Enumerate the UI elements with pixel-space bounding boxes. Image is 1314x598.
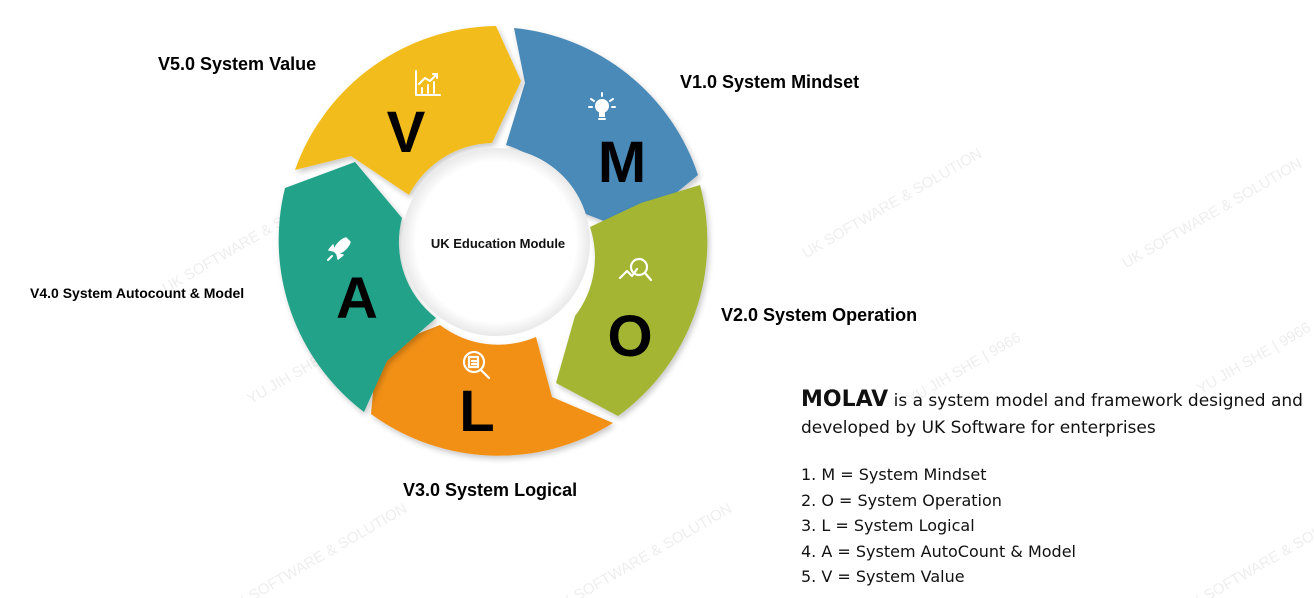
segment-label-m: V1.0 System Mindset	[680, 72, 860, 92]
document-search-icon	[462, 350, 491, 380]
letter-o: O	[607, 304, 652, 369]
list-item: 4. A = System AutoCount & Model	[801, 541, 1076, 561]
list-item: 5. V = System Value	[801, 567, 965, 586]
letter-l: L	[459, 379, 494, 444]
segment-label-a: V4.0 System Autocount & Model	[30, 285, 245, 301]
description-intro: MOLAV is a system model and framework de…	[801, 386, 1311, 442]
segment-v	[295, 26, 521, 195]
segment-l-shape	[371, 325, 613, 456]
segment-a-shape	[278, 162, 436, 412]
segment-o	[556, 185, 708, 416]
search-chart-icon	[618, 257, 653, 282]
center-label: UK Education Module	[431, 236, 565, 251]
letter-a: A	[336, 266, 378, 331]
center-hub	[402, 148, 590, 336]
segment-l	[371, 325, 613, 456]
segment-label-l: V3.0 System Logical	[403, 480, 578, 500]
segment-label-o: V2.0 System Operation	[721, 305, 918, 325]
intro-text: is a system model and framework designed…	[801, 391, 1303, 438]
segment-o-shape	[556, 185, 708, 416]
list-item: 3. L = System Logical	[801, 516, 975, 535]
growth-chart-icon	[415, 70, 441, 96]
lightbulb-icon	[588, 92, 616, 120]
segment-a	[278, 162, 436, 412]
rocket-icon	[327, 237, 351, 261]
molav-description: MOLAV is a system model and framework de…	[801, 386, 1311, 590]
list-item: 1. M = System Mindset	[801, 465, 987, 484]
segment-v-shape	[295, 26, 521, 195]
list-item: 2. O = System Operation	[801, 490, 1002, 510]
brand-name: MOLAV	[801, 387, 889, 412]
letter-m: M	[598, 130, 646, 195]
definition-list: 1. M = System Mindset 2. O = System Oper…	[801, 462, 1311, 590]
segment-m	[506, 28, 698, 231]
letter-v: V	[387, 100, 426, 165]
segment-m-shape	[506, 28, 698, 231]
segment-label-v: V5.0 System Value	[158, 54, 317, 74]
